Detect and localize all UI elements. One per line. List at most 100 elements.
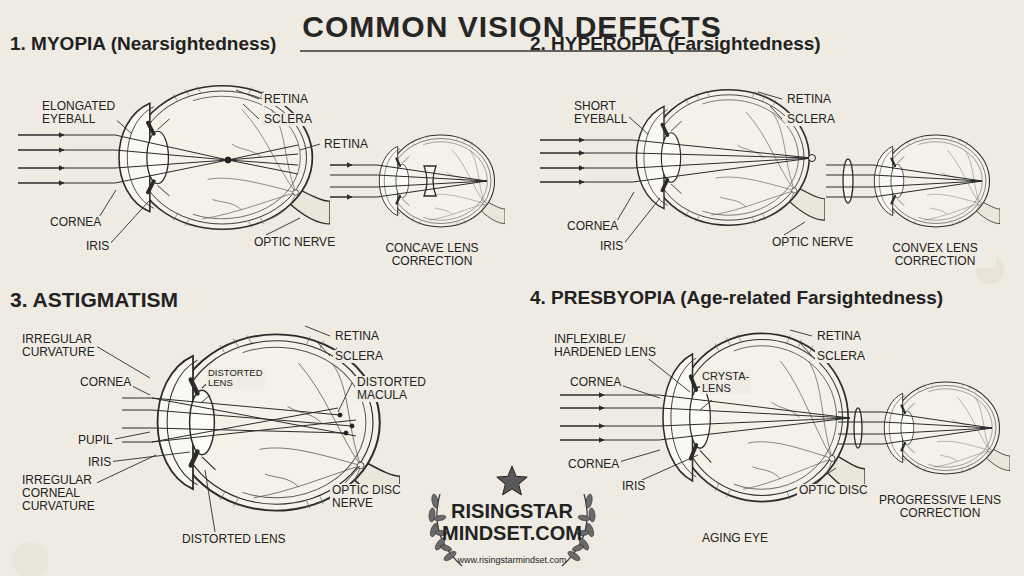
- part-label: CORNEA: [48, 216, 103, 229]
- part-label: CORNEA: [565, 220, 620, 233]
- light-rays: [838, 428, 992, 444]
- part-label: IRIS: [84, 240, 111, 253]
- part-label: OPTIC DISC: [797, 484, 870, 497]
- light-rays: [838, 422, 992, 428]
- light-rays: [540, 140, 584, 141]
- correction-lenses: [854, 408, 862, 448]
- correction-caption: PROGRESSIVE LENS CORRECTION: [866, 494, 1015, 520]
- laurel-branch: [571, 544, 584, 553]
- light-rays: [560, 418, 850, 426]
- correction-lenses: [843, 159, 853, 203]
- leader-lines: [96, 90, 320, 246]
- part-label: RETINA: [262, 93, 310, 106]
- light-rays: [540, 140, 812, 158]
- light-rays: [560, 395, 850, 418]
- part-label: DISTORTED MACULA: [355, 376, 428, 402]
- part-label: IRIS: [620, 480, 647, 493]
- part-label: SCLERA: [262, 113, 314, 126]
- light-rays: [560, 395, 604, 396]
- light-rays: [826, 165, 982, 181]
- leader-lines: [614, 92, 805, 246]
- part-label: IRREGULAR CORNEAL CURVATURE: [20, 474, 97, 514]
- part-label: RETINA: [785, 93, 833, 106]
- focal-points: [338, 413, 342, 417]
- part-label: OPTIC NERVE: [252, 236, 337, 249]
- light-rays: [18, 135, 298, 160]
- part-label: CRYSTA- LENS: [700, 370, 751, 394]
- eye-illustrations: [119, 86, 1010, 511]
- part-label: PUPIL: [76, 434, 115, 447]
- part-label: RETINA: [815, 330, 863, 343]
- light-rays: [18, 168, 64, 169]
- light-rays: [18, 183, 64, 184]
- light-rays: [330, 165, 487, 181]
- leader-lines: [90, 90, 836, 532]
- light-rays: [152, 398, 356, 436]
- logo-emblem: [428, 466, 595, 566]
- logo-url: www.risingstarmindset.com: [455, 556, 568, 566]
- laurel-branch: [431, 494, 439, 509]
- section-heading: 1. MYOPIA (Nearsightedness): [8, 34, 278, 55]
- part-label: INFLEXIBLE/ HARDENED LENS: [552, 333, 668, 359]
- light-rays: [838, 412, 992, 428]
- part-label: SHORT EYEBALL: [572, 100, 629, 126]
- eye-illustrations: [119, 86, 330, 230]
- light-rays: [560, 418, 850, 440]
- caption-label: AGING EYE: [700, 532, 770, 545]
- light-rays: [122, 428, 346, 433]
- light-rays: [560, 408, 604, 409]
- light-rays: [540, 153, 584, 154]
- leader-lines: [90, 326, 360, 532]
- light-rays: [560, 426, 604, 427]
- laurel-branch: [434, 514, 447, 521]
- light-rays: [560, 440, 604, 441]
- paper-stains: [12, 542, 48, 576]
- part-label: CORNEA: [568, 376, 623, 389]
- laurel-branch: [585, 494, 593, 509]
- light-rays: [540, 182, 584, 183]
- light-rays: [330, 165, 352, 166]
- logo-emblem: [497, 466, 527, 495]
- part-label: DISTORTED LENS: [180, 533, 288, 546]
- light-rays: [540, 158, 812, 182]
- correction-caption: CONCAVE LENS CORRECTION: [371, 242, 493, 268]
- part-label: DISTORTED LENS: [206, 368, 265, 389]
- light-rays: [18, 160, 298, 183]
- part-label: OPTIC DISC NERVE: [330, 484, 414, 510]
- light-rays: [152, 408, 338, 442]
- part-label: IRREGULAR CURVATURE: [20, 333, 97, 359]
- part-label: RETINA: [333, 330, 381, 343]
- light-rays: [826, 181, 982, 197]
- focal-points: [350, 424, 354, 428]
- section-heading: 2. HYPEROPIA (Farsightedness): [528, 34, 823, 55]
- light-rays: [18, 160, 298, 168]
- light-rays: [122, 420, 356, 442]
- part-label: SCLERA: [815, 350, 867, 363]
- focal-points: [809, 155, 816, 162]
- light-rays: [330, 181, 487, 197]
- light-rays: [826, 175, 982, 181]
- focal-points: [344, 431, 348, 435]
- section-heading: 4. PRESBYOPIA (Age-related Farsightednes…: [528, 288, 945, 309]
- part-label: OPTIC NERVE: [770, 236, 855, 249]
- light-rays: [330, 197, 352, 198]
- part-label: CORNEA: [566, 458, 621, 471]
- part-label: IRIS: [86, 456, 113, 469]
- light-rays: [18, 150, 64, 151]
- part-label: RETINA: [322, 138, 370, 151]
- part-label: CORNEA: [78, 376, 133, 389]
- light-rays: [560, 408, 850, 418]
- correction-lenses: [424, 166, 436, 196]
- part-label: SCLERA: [785, 113, 837, 126]
- part-label: ELONGATED EYEBALL: [40, 100, 117, 126]
- light-rays: [540, 153, 812, 158]
- light-rays: [122, 410, 352, 426]
- light-rays: [18, 135, 64, 136]
- focal-points: [225, 157, 231, 163]
- logo-text: RISINGSTAR MINDSET.COM: [440, 500, 584, 544]
- laurel-branch: [439, 544, 452, 553]
- light-rays: [540, 168, 584, 169]
- laurel-branch: [578, 514, 591, 521]
- section-heading: 3. ASTIGMATISM: [8, 288, 180, 311]
